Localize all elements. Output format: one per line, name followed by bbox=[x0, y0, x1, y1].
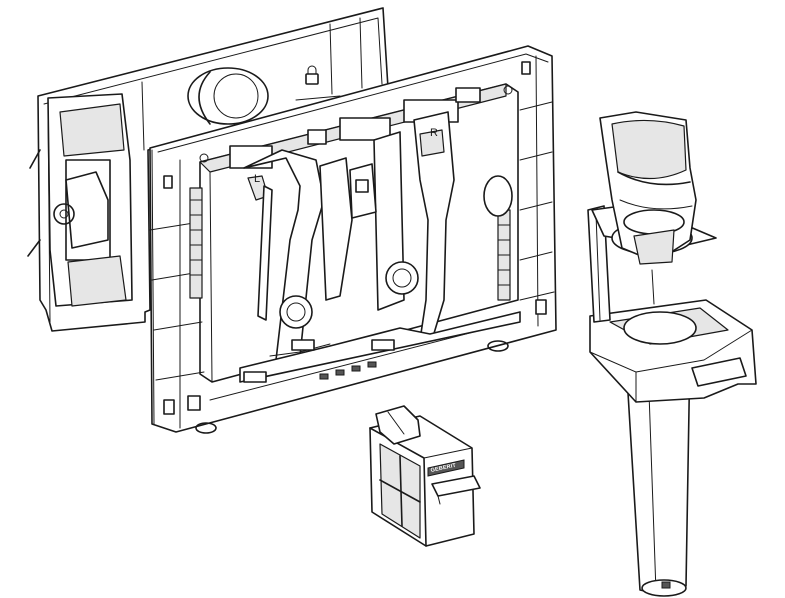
left-lever bbox=[243, 149, 353, 361]
lock-icon bbox=[305, 65, 319, 85]
adapter-block: GEBERIT bbox=[369, 405, 481, 547]
right-label: R bbox=[430, 127, 438, 139]
brand-text: GEBERIT bbox=[430, 463, 457, 474]
front-frame: L R bbox=[149, 45, 557, 434]
left-label: L bbox=[254, 173, 260, 185]
rear-frame bbox=[27, 7, 389, 332]
cup-holder bbox=[599, 111, 697, 265]
right-lever bbox=[349, 111, 455, 341]
brand-plate bbox=[427, 459, 465, 477]
insertion-tool bbox=[587, 111, 757, 597]
